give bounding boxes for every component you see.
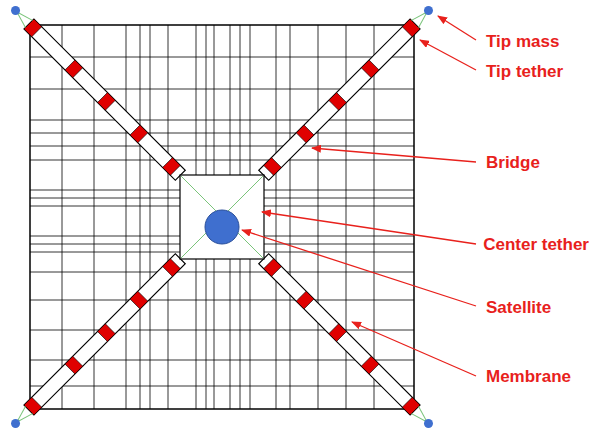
grid-line (126, 25, 127, 409)
grid-line (62, 25, 63, 409)
part-label: Center tether (483, 235, 589, 255)
bridge (259, 19, 420, 180)
tip-tether (412, 407, 436, 431)
bridge (259, 254, 420, 415)
bridge-block (296, 291, 314, 309)
part-label: Tip mass (486, 32, 559, 52)
grid-line (318, 25, 319, 409)
grid-line (30, 120, 414, 121)
grid-line (150, 25, 151, 409)
tip-tether (9, 4, 33, 28)
grid-line (30, 300, 414, 301)
bridge-block (361, 356, 379, 374)
bridge-block (163, 158, 181, 176)
tip-mass (9, 4, 22, 17)
bridge-block (361, 60, 379, 78)
grid-line (168, 25, 169, 409)
part-label: Tip tether (486, 62, 563, 82)
satellite-body (205, 210, 239, 244)
bridge-band (24, 19, 185, 180)
bridge-block (329, 93, 347, 111)
bridge-block (163, 259, 181, 277)
grid-line (30, 386, 414, 387)
bridge-block (98, 324, 116, 342)
center-hub (180, 175, 264, 259)
bridge (24, 254, 185, 415)
bridge-block (130, 125, 148, 143)
grid-line (30, 146, 414, 147)
bridge-block (402, 397, 420, 415)
grid-line (290, 25, 291, 409)
tip-masses (9, 4, 435, 430)
bridge-band (259, 254, 420, 415)
bridge-block (296, 125, 314, 143)
grid-line (30, 272, 414, 273)
grid-line (30, 160, 414, 161)
bridge-block (264, 158, 282, 176)
bridges (24, 19, 420, 415)
grid-line (30, 57, 414, 58)
leader-lines (242, 16, 476, 376)
bridge-block (24, 397, 42, 415)
bridge-block (24, 19, 42, 37)
part-label: Membrane (486, 367, 571, 387)
bridge-block (65, 60, 83, 78)
bridge-block (98, 93, 116, 111)
tip-tether (9, 407, 33, 431)
tip-tether (412, 4, 436, 28)
grid-line (30, 330, 414, 331)
bridge-band (259, 19, 420, 180)
tip-mass (422, 4, 435, 17)
tip-mass (422, 417, 435, 430)
part-label: Satellite (486, 298, 551, 318)
grid-line (276, 25, 277, 409)
bridge-block (264, 259, 282, 277)
bridge-block (130, 291, 148, 309)
part-label: Bridge (486, 153, 540, 173)
grid-line (30, 133, 414, 134)
bridge-block (402, 19, 420, 37)
center-tether (181, 176, 263, 258)
tip-mass (9, 417, 22, 430)
bridge (24, 19, 185, 180)
bridge-block (65, 356, 83, 374)
grid-line (374, 25, 375, 409)
grid-line (140, 25, 141, 409)
bridge-band (24, 254, 185, 415)
bridge-block (329, 324, 347, 342)
